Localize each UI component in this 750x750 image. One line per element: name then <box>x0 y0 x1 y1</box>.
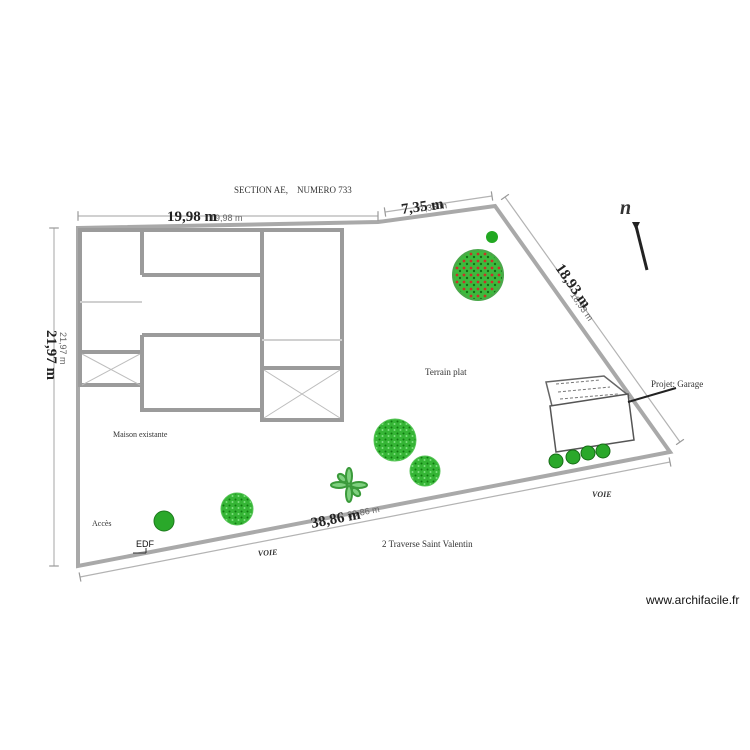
dimension-lines <box>49 191 685 582</box>
garage-project <box>545 375 677 453</box>
access-label: Accès <box>92 519 112 528</box>
dim-top-left: 19,98 m <box>167 209 218 225</box>
house-void-crosses <box>81 353 341 419</box>
shrub-icon <box>548 453 564 469</box>
dim-top-right-small: 7,35 m <box>419 200 448 214</box>
terrain-label: Terrain plat <box>425 367 467 377</box>
house-thin-walls <box>80 301 342 341</box>
dim-left-small: 21,97 m <box>58 332 68 365</box>
shrub-icon <box>580 445 596 461</box>
edf-label: EDF <box>136 539 155 549</box>
road-label-bottom: VOIE <box>258 548 278 558</box>
section-label: SECTION AE, <box>234 185 288 195</box>
tree-icon <box>409 455 441 487</box>
dim-left: 21,97 m <box>43 330 59 381</box>
shrub-icon <box>153 510 175 532</box>
shrub-icon <box>595 443 611 459</box>
north-label: n <box>620 197 631 219</box>
watermark[interactable]: www.archifacile.fr <box>645 593 739 607</box>
dim-right: 18,93 m <box>552 261 594 312</box>
shrub-icon <box>486 231 498 243</box>
dim-top-right: 7,35 m <box>400 196 445 218</box>
vegetation <box>153 231 611 532</box>
tree-icon <box>220 492 254 526</box>
north-arrow-icon <box>632 222 649 271</box>
garage-label: Projet: Garage <box>651 379 703 389</box>
house-label: Maison existante <box>113 430 168 439</box>
existing-house <box>78 228 344 422</box>
road-label-right: VOIE <box>592 490 612 499</box>
tree-red-icon <box>452 249 504 301</box>
palm-icon <box>330 467 368 503</box>
dim-bottom: 38,86 m <box>310 507 363 532</box>
tree-icon <box>373 418 417 462</box>
dim-top-left-small: 19,98 m <box>210 213 243 223</box>
numero-label: NUMERO 733 <box>297 185 352 195</box>
edf-marker <box>133 548 147 554</box>
shrub-icon <box>565 449 581 465</box>
address-label: 2 Traverse Saint Valentin <box>382 539 473 549</box>
